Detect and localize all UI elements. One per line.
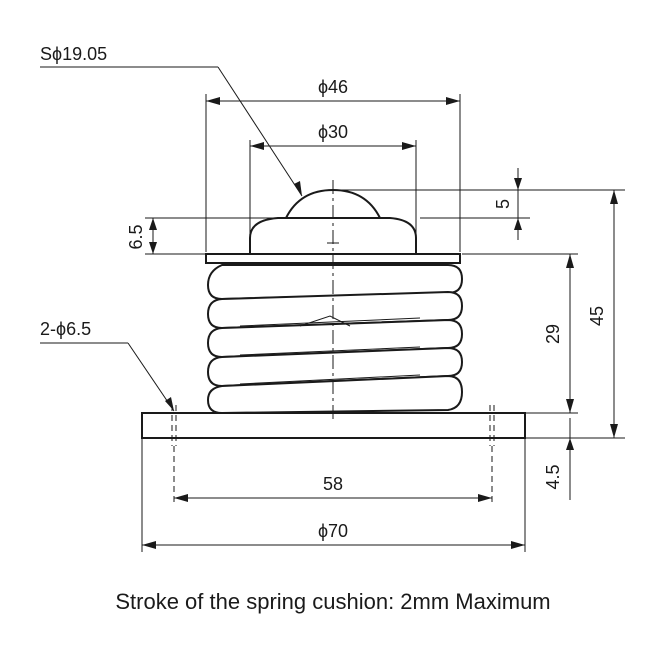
dim-total-height: 45 (525, 190, 625, 439)
mount-hole-right (489, 405, 495, 446)
label-flange-dia: ϕ46 (318, 77, 348, 97)
mount-hole-left (171, 405, 177, 446)
label-base-dia: ϕ70 (318, 521, 348, 541)
dim-mount-holes: 2-ϕ6.5 (40, 319, 175, 412)
dim-housing-height: 6.5 (126, 217, 280, 255)
spring-coils (206, 264, 464, 415)
label-ball-sphere: Sϕ19.05 (40, 44, 107, 64)
dim-spring-height: 29 (462, 253, 578, 414)
label-spring-height: 29 (543, 324, 563, 344)
label-base-thickness: 4.5 (543, 464, 563, 489)
label-mount-holes: 2-ϕ6.5 (40, 319, 91, 339)
dim-base-dia: ϕ70 (141, 438, 526, 552)
dim-ball-sphere: Sϕ19.05 (40, 44, 303, 197)
dim-ball-housing-dia: ϕ30 (249, 122, 417, 234)
label-hole-pitch: 58 (323, 474, 343, 494)
caption: Stroke of the spring cushion: 2mm Maximu… (115, 589, 550, 614)
label-ball-protrusion: 5 (493, 199, 513, 209)
dim-ball-protrusion: 5 (340, 168, 625, 240)
label-ball-housing-dia: ϕ30 (318, 122, 348, 142)
dim-hole-pitch: 58 (173, 446, 493, 504)
label-total-height: 45 (587, 306, 607, 326)
label-housing-height: 6.5 (126, 224, 146, 249)
dim-base-thickness: 4.5 (543, 418, 574, 500)
dim-flange-dia: ϕ46 (205, 77, 461, 252)
